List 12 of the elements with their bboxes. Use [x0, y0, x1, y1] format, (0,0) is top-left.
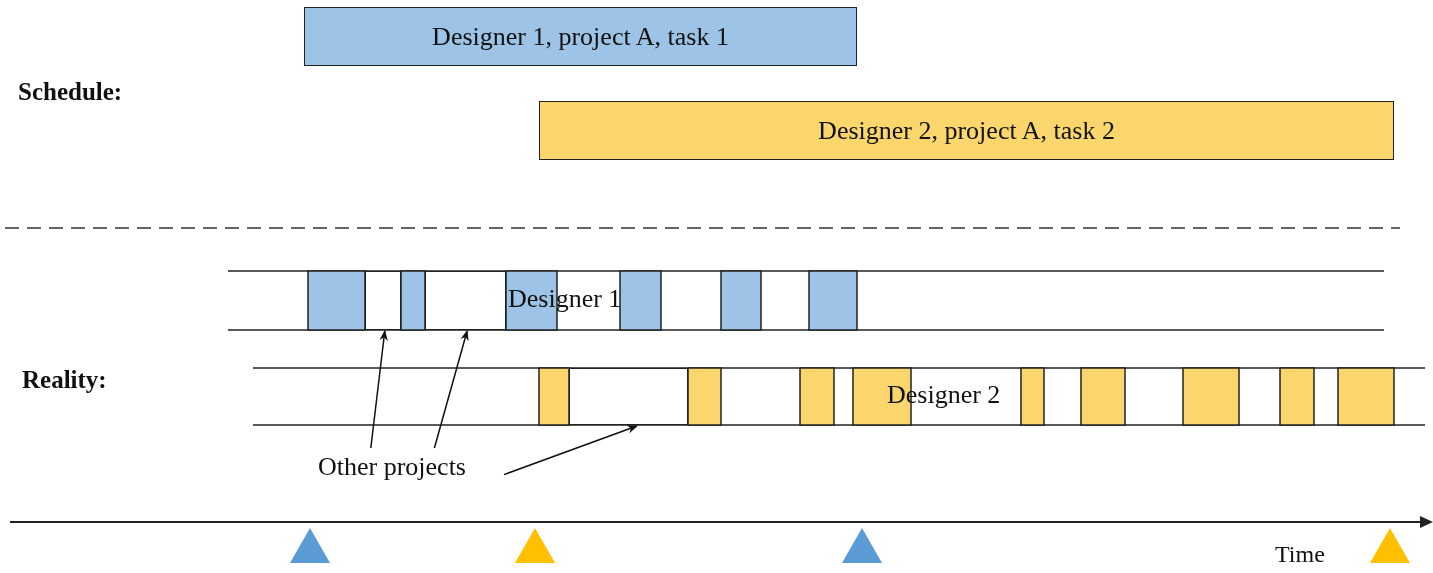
task-bar: Designer 1, project A, task 1: [304, 7, 857, 66]
leader-arrow: [370, 329, 388, 449]
annotation-text: Other projects: [286, 448, 498, 486]
axis-label: Time: [1275, 541, 1325, 568]
idle-gap: [365, 271, 401, 330]
leader-arrow: [503, 425, 638, 476]
task-bar: Designer 2, project A, task 2: [539, 101, 1394, 160]
leader-arrow: [433, 330, 469, 449]
idle-gap: [569, 368, 688, 425]
idle-gap: [425, 271, 506, 330]
section-label: Reality:: [22, 366, 107, 394]
section-label: Schedule:: [18, 78, 123, 106]
